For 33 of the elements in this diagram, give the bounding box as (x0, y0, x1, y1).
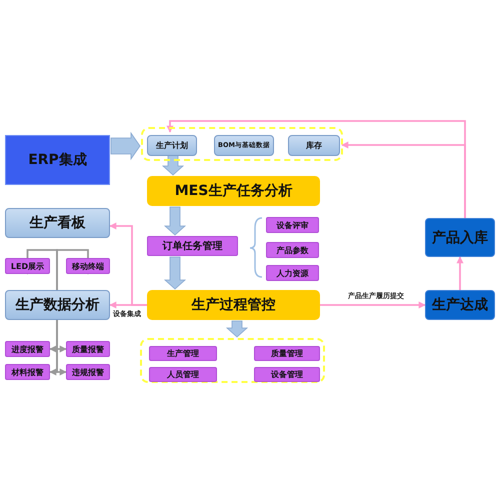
process-box: 生产数据分析 (5, 290, 110, 320)
process-box: 进度报警 (5, 341, 50, 357)
process-box: 生产看板 (5, 208, 110, 238)
process-box: 人员管理 (149, 367, 217, 382)
block-arrow (110, 132, 140, 160)
arrow (456, 256, 464, 290)
arrow (320, 302, 426, 308)
group-frame (141, 127, 343, 161)
process-box: 产品参数 (266, 242, 319, 258)
block-arrow (226, 320, 248, 338)
process-box: 生产管理 (149, 346, 217, 361)
group-frame (140, 338, 325, 383)
process-box: 设备管理 (254, 367, 320, 382)
process-box: MES生产任务分析 (147, 176, 320, 206)
process-box: LED展示 (5, 258, 50, 274)
process-box: 生产达成 (425, 290, 495, 320)
process-box: 质量报警 (66, 341, 110, 357)
process-box: 生产计划 (147, 135, 197, 156)
process-box: 违规报警 (66, 364, 110, 380)
arrow (109, 222, 147, 306)
block-arrow (164, 206, 186, 236)
arrow (341, 142, 466, 218)
process-box: 材料报警 (5, 364, 50, 380)
process-box: 质量管理 (254, 346, 320, 361)
process-box: 生产过程管控 (147, 290, 320, 320)
process-box: 移动终端 (66, 258, 110, 274)
block-arrow (164, 256, 186, 290)
erp-box: ERP集成 (5, 135, 110, 185)
process-box: 订单任务管理 (147, 236, 238, 256)
process-box: 设备评审 (266, 217, 319, 233)
process-box: 库存 (288, 135, 340, 156)
process-box: 人力资源 (266, 265, 319, 281)
process-box: 产品入库 (425, 218, 495, 257)
